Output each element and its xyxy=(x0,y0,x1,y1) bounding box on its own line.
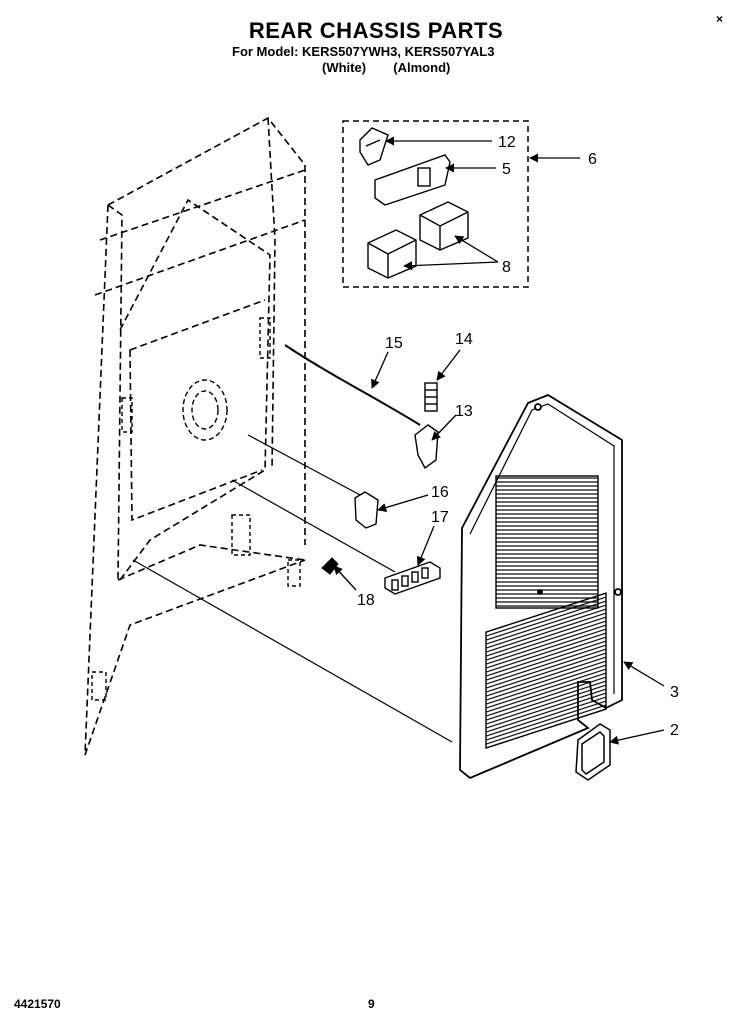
callout-13: 13 xyxy=(455,403,473,420)
part-2-cover-plate xyxy=(575,723,611,781)
part-16-block xyxy=(354,491,379,529)
part-12-clip xyxy=(359,127,389,166)
callout-12: 12 xyxy=(498,134,516,151)
callout-numbers: 12 5 6 8 15 14 13 16 17 18 3 2 xyxy=(357,134,679,739)
callout-15: 15 xyxy=(385,335,403,352)
callout-5: 5 xyxy=(502,161,511,178)
callout-18: 18 xyxy=(357,592,375,609)
part-3-rear-panel xyxy=(459,393,623,780)
callout-6: 6 xyxy=(588,151,597,168)
callout-17: 17 xyxy=(431,509,449,526)
callout-8: 8 xyxy=(502,259,511,276)
parts-kit-box xyxy=(342,120,529,288)
oven-element-outline xyxy=(182,379,228,441)
callout-16: 16 xyxy=(431,484,449,501)
color-labels: (White) (Almond) xyxy=(322,60,450,75)
assembly-lines xyxy=(132,434,453,743)
range-cabinet-outline xyxy=(84,116,306,756)
part-13-bracket xyxy=(414,424,439,470)
page-title: REAR CHASSIS PARTS xyxy=(248,18,504,43)
callout-2: 2 xyxy=(670,722,679,739)
page-number: 9 xyxy=(368,997,375,1011)
part-15-rod xyxy=(284,344,421,426)
part-14-spring xyxy=(424,382,438,412)
color-white-label: (White) xyxy=(322,60,367,75)
part-17-terminal-block xyxy=(384,561,441,595)
corner-mark: × xyxy=(716,12,724,26)
callout-3: 3 xyxy=(670,684,679,701)
callout-leaders xyxy=(333,136,665,745)
document-number: 4421570 xyxy=(14,997,61,1011)
color-almond-label: (Almond) xyxy=(393,60,451,75)
cabinet-details xyxy=(91,317,301,701)
part-18-clip xyxy=(321,557,339,575)
part-5-bracket xyxy=(374,154,451,206)
part-8-brackets xyxy=(367,201,469,279)
model-list: For Model: KERS507YWH3, KERS507YAL3 xyxy=(232,44,495,59)
callout-14: 14 xyxy=(455,331,473,348)
